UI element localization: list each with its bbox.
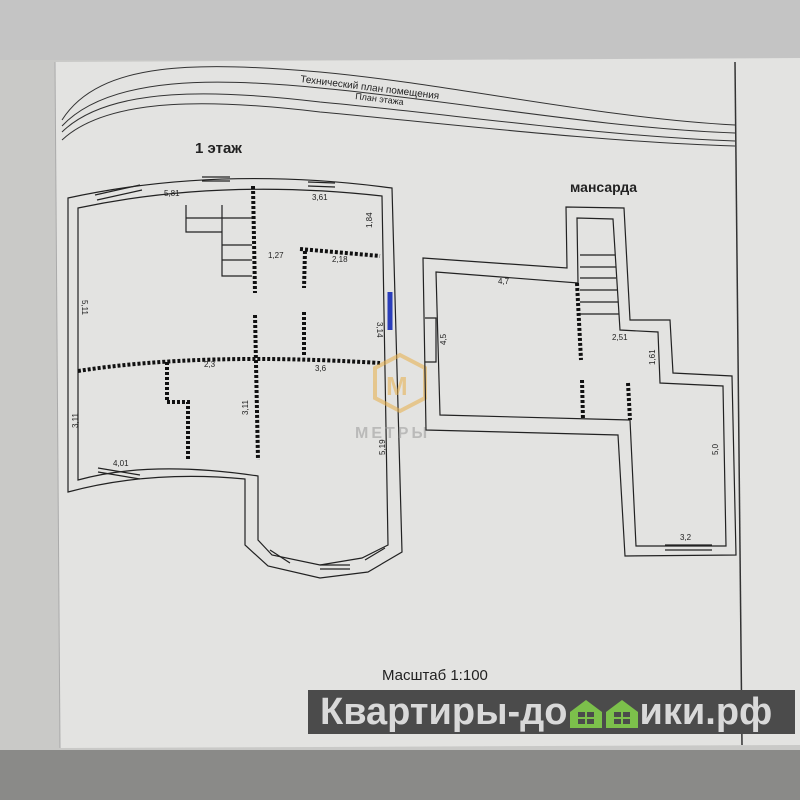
dim-label: 3,6	[315, 364, 327, 373]
dim-label: 1,84	[365, 212, 374, 228]
attic-title: мансарда	[570, 179, 637, 195]
paper-sheet	[55, 58, 800, 748]
dim-label: 1,27	[268, 251, 284, 260]
floor1-title: 1 этаж	[195, 140, 242, 157]
dim-label: 3,11	[241, 399, 250, 415]
floor1-plan	[67, 176, 403, 579]
dim-label: 1,61	[648, 349, 657, 365]
dim-label: 5,19	[378, 439, 387, 455]
dim-label: 4,01	[113, 459, 129, 468]
dim-label: 4,7	[498, 277, 510, 286]
dim-label: 3,11	[71, 412, 80, 428]
site-watermark-banner: Квартиры-до ики.рф	[308, 690, 795, 734]
house-icon	[605, 700, 638, 728]
scale-label: Масштаб 1:100	[382, 667, 488, 684]
dim-label: 5,81	[164, 189, 180, 198]
dim-label: 3,61	[312, 193, 328, 202]
dim-label: 3,2	[680, 533, 692, 542]
dim-label: 4,5	[439, 333, 448, 345]
house-icon	[569, 700, 602, 728]
title-block	[61, 61, 743, 746]
dim-label: 2,18	[332, 255, 348, 264]
dim-label: 5,11	[80, 300, 89, 316]
banner-text-left: Квартиры-до	[320, 691, 568, 733]
dim-label: 5,0	[711, 443, 720, 455]
svg-text:М: М	[386, 371, 408, 401]
floor1-interior-walls	[77, 185, 381, 461]
dim-label: 2,3	[204, 360, 216, 369]
attic-interior-walls	[575, 282, 632, 421]
banner-text-right: ики.рф	[639, 691, 773, 733]
dim-label: 3,14	[375, 322, 384, 338]
dim-label: 2,51	[612, 333, 628, 342]
svg-text:МЕТРЫ: МЕТРЫ	[355, 425, 430, 442]
